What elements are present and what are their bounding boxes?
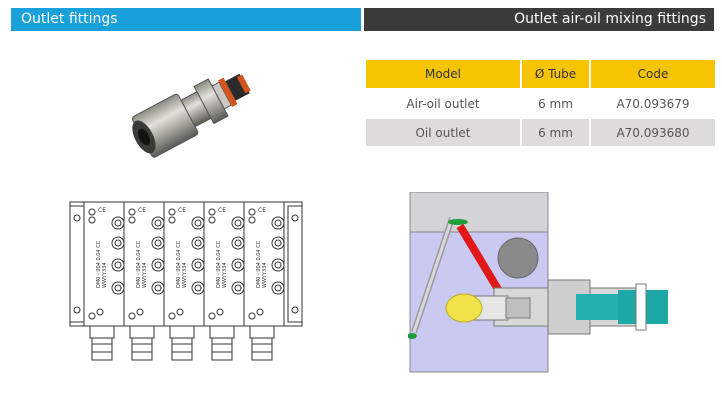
block-label: DM0 - 004 0.04 CC (136, 240, 142, 288)
col-code-header: Code (591, 60, 715, 88)
table-row: Oil outlet 6 mm A70.093680 (366, 119, 715, 146)
block-label: WWYY334 (142, 262, 148, 288)
block-label: DM0 - 004 0.04 CC (96, 240, 102, 288)
outlet-fittings-header: Outlet fittings (11, 8, 361, 31)
row-code: A70.093679 (616, 96, 690, 111)
block-label: DM0 - 004 0.04 CC (176, 240, 182, 288)
mixing-fittings-title: Outlet air-oil mixing fittings (514, 11, 706, 27)
block-label: WWYY334 (222, 262, 228, 288)
row-tube: 6 mm (538, 96, 573, 111)
row-model: Air-oil outlet (406, 96, 480, 111)
mixing-fittings-header: Outlet air-oil mixing fittings (364, 8, 714, 31)
block-label: WWYY334 (182, 262, 188, 288)
block-label: WWYY334 (262, 262, 268, 288)
mixing-fitting-section-drawing (408, 192, 668, 373)
outlet-fittings-title: Outlet fittings (21, 11, 118, 27)
distributor-block-drawing: CE DM0 - 004 0.04 CC WWYY334 DM0 - 004 0… (69, 201, 303, 361)
outlet-fitting-image (131, 73, 251, 158)
row-model: Oil outlet (366, 119, 520, 146)
fittings-table: Model Ø Tube Code Air-oil outlet 6 mm A7… (364, 58, 717, 148)
col-model-header: Model (366, 60, 520, 88)
block-text-labels: DM0 - 004 0.04 CC WWYY334 DM0 - 004 0.04… (96, 240, 268, 288)
row-tube: 6 mm (522, 119, 589, 146)
svg-text:CE: CE (98, 207, 106, 214)
row-code: A70.093680 (591, 119, 715, 146)
col-tube-header: Ø Tube (522, 60, 589, 88)
table-row: Air-oil outlet 6 mm A70.093679 (366, 90, 715, 117)
block-label: WWYY334 (102, 262, 108, 288)
block-label: DM0 - 004 0.04 CC (256, 240, 262, 288)
block-label: DM0 - 004 0.04 CC (216, 240, 222, 288)
